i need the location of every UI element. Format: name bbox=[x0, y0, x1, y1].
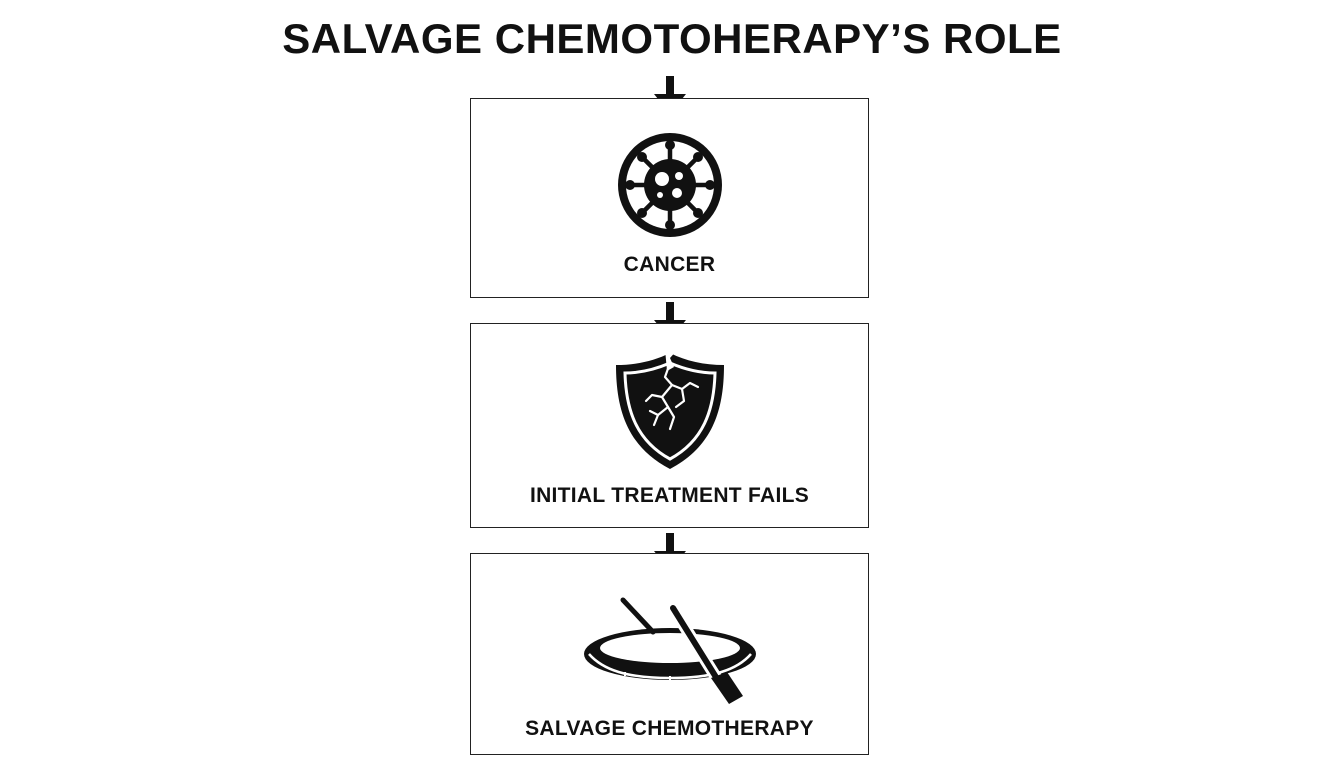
step-label-cancer: CANCER bbox=[623, 253, 716, 276]
step-label-salvage-chemotherapy: SALVAGE CHEMOTHERAPY bbox=[525, 717, 814, 740]
step-label-initial-treatment-fails: INITIAL TREATMENT FAILS bbox=[529, 484, 810, 507]
step-box-cancer: CANCER bbox=[470, 98, 869, 298]
page-title: SALVAGE CHEMOTOHERAPY’S ROLE bbox=[282, 15, 1062, 62]
step-box-salvage-chemotherapy: SALVAGE CHEMOTHERAPY bbox=[470, 553, 869, 755]
virus-cell-icon bbox=[617, 133, 722, 237]
cracked-shield-icon bbox=[615, 349, 724, 469]
step-box-initial-treatment-fails: INITIAL TREATMENT FAILS bbox=[470, 323, 869, 528]
raft-oar-icon bbox=[583, 597, 756, 704]
